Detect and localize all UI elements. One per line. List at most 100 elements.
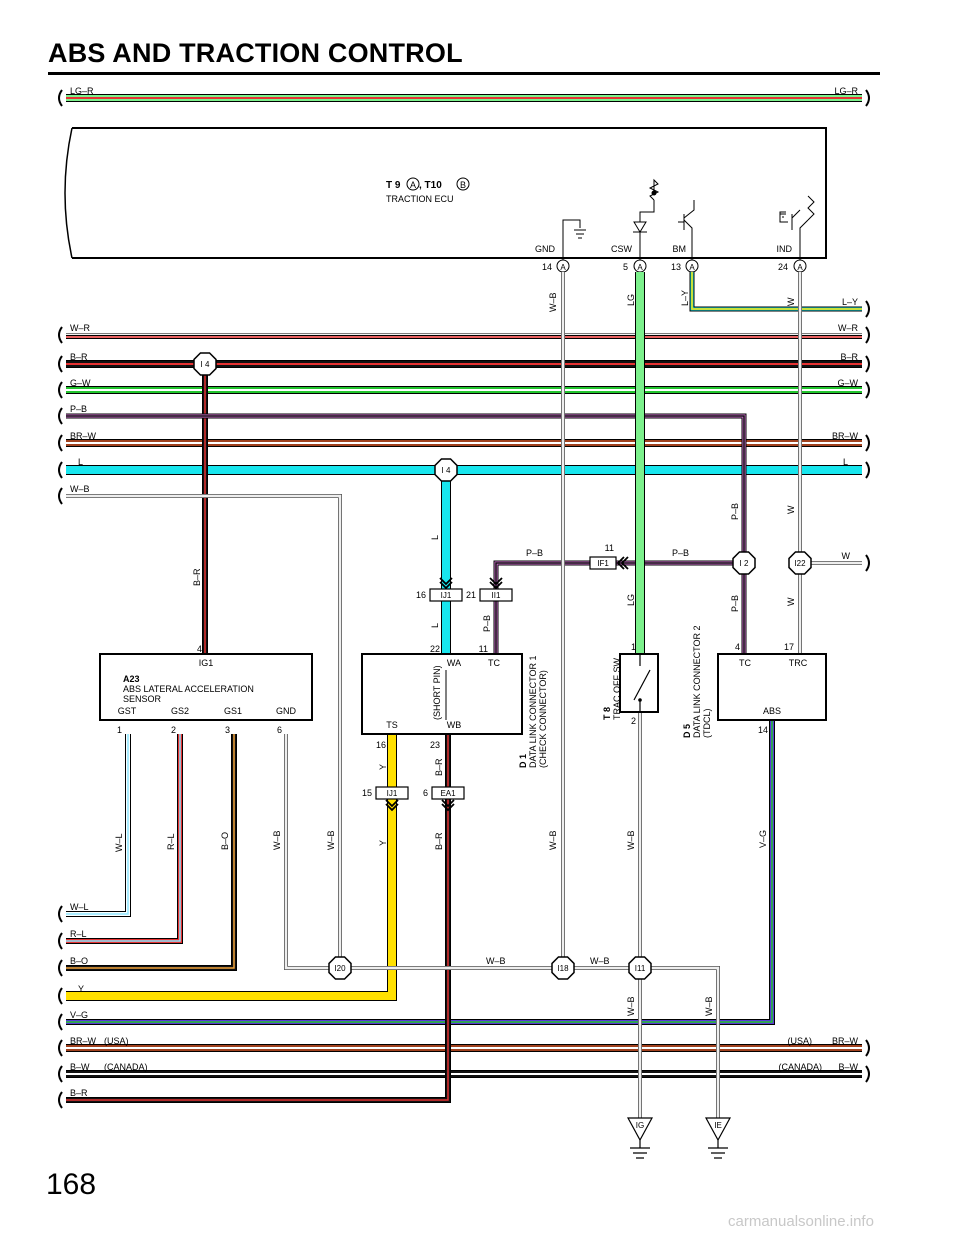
- label-g-w-right: G–W: [837, 378, 858, 388]
- sensor-pin-no-3: 3: [225, 725, 230, 735]
- wire-l-y-bm: [689, 272, 862, 312]
- dlc1-pin-no-ts: 16: [376, 740, 386, 750]
- ecu-conn-a: A: [410, 180, 416, 190]
- ecu-ground-icon: [574, 229, 586, 239]
- label-b-o-vert: B–O: [220, 832, 230, 850]
- label-w-b-horz2: W–B: [590, 956, 610, 966]
- ground-ig-triangle: [626, 1117, 654, 1142]
- label-w-b-ecu-low: W–B: [548, 830, 558, 850]
- label-w-ind: W: [786, 297, 796, 306]
- ecu-box-break: [64, 127, 73, 259]
- bus-r-l-brace-left: [58, 932, 63, 950]
- ecu-pin-ind: IND: [777, 244, 793, 254]
- bus-v-g: [66, 720, 775, 1025]
- bus-br-w-brace-left: [58, 434, 63, 452]
- bus-y-brace-left: [58, 987, 63, 1005]
- bus-lg-r-brace-right: [865, 89, 870, 107]
- page-title: ABS AND TRACTION CONTROL: [48, 38, 463, 68]
- bus-b-r-brace-left: [58, 355, 63, 373]
- bus-y: [66, 734, 397, 1001]
- dlc1-pin-ts: TS: [386, 720, 398, 730]
- ecu-code: T 9: [386, 180, 401, 191]
- junction-i4-a: I 4: [201, 360, 210, 369]
- dlc2-pin-no-tc: 4: [735, 642, 740, 652]
- ecu-conn-ind-label: A: [797, 263, 803, 272]
- label-b-r-lower: B–R: [434, 832, 444, 850]
- dlc1-pin-no-tc: 11: [479, 644, 488, 654]
- label-b-r-upper: B–R: [434, 758, 444, 776]
- label-b-w-right: B–W: [838, 1062, 858, 1072]
- sensor-top-pin-no: 4: [197, 644, 202, 654]
- label-br-w-bot-right: BR–W: [832, 1036, 859, 1046]
- bus-r-l: [66, 734, 183, 944]
- label-br-w-bot-left: BR–W: [70, 1036, 97, 1046]
- ground-ig: IG: [636, 1121, 644, 1130]
- dlc1-name-1: DATA LINK CONNECTOR 1: [528, 655, 538, 768]
- label-lg-ecu: LG: [626, 294, 636, 306]
- bus-br-w-brace-right: [865, 434, 870, 452]
- switch-code: T 8: [602, 707, 612, 720]
- bus-w-l-brace-left: [58, 905, 63, 923]
- label-w-r-left: W–R: [70, 323, 91, 333]
- ecu-gnd-wire: [562, 219, 581, 266]
- junction-i11: I11: [635, 964, 646, 973]
- connector-ea1: EA1: [440, 789, 456, 798]
- dlc1-pin-wb: WB: [447, 720, 462, 730]
- dlc2-pin-tc: TC: [739, 658, 751, 668]
- note-usa-left: (USA): [104, 1036, 129, 1046]
- label-w-b-ecu: W–B: [548, 292, 558, 312]
- ecu-pin-no-bm: 13: [671, 262, 681, 272]
- connector-if1-pin: 11: [605, 543, 614, 553]
- label-w-l-left: W–L: [70, 902, 89, 912]
- ecu-conn-gnd-label: A: [560, 263, 566, 272]
- note-canada-right: (CANADA): [778, 1062, 822, 1072]
- trac-off-switch: 1 2 T 8 TRAC OFF SW: [602, 642, 659, 726]
- ecu-pin-no-gnd: 14: [542, 262, 552, 272]
- chevron-ij1-bot: [385, 799, 399, 812]
- dlc1-box: [361, 653, 523, 735]
- junction-i20: I20: [334, 964, 346, 973]
- label-w-b-ie: W–B: [704, 996, 714, 1016]
- label-p-b-upper: P–B: [730, 503, 740, 520]
- dlc1-pin-no-wb: 23: [430, 740, 440, 750]
- wire-p-b-ii1: [493, 560, 744, 654]
- watermark: carmanualsonline.info: [728, 1213, 874, 1230]
- wire-w-b-bus: [66, 494, 342, 968]
- dlc1-short-pin: (SHORT PIN): [432, 665, 442, 720]
- label-w-b-horz: W–B: [486, 956, 506, 966]
- ground-ig-ground-icon: [630, 1140, 650, 1159]
- ecu-conn-a-circle: [406, 177, 420, 191]
- label-b-r-left: B–R: [70, 352, 88, 362]
- label-r-l-left: R–L: [70, 929, 87, 939]
- ecu-sep: , T10: [419, 180, 442, 191]
- junction-i18-shape: [551, 956, 575, 980]
- sensor-pin-gs2: GS2: [171, 706, 189, 716]
- label-g-w-left: G–W: [70, 378, 91, 388]
- data-link-connector-1: WA TC TS WB (SHORT PIN) 22 11 16 23 D 1 …: [361, 644, 548, 768]
- ground-ie: IE: [714, 1121, 722, 1130]
- dlc2-name-1: DATA LINK CONNECTOR 2: [692, 625, 702, 738]
- junction-i4-a-shape: [193, 352, 217, 376]
- ground-ie-triangle: [704, 1117, 732, 1142]
- label-p-b-lower: P–B: [730, 595, 740, 612]
- label-p-b-left: P–B: [70, 404, 87, 414]
- sensor-pin-gnd: GND: [276, 706, 297, 716]
- label-p-b-ii1: P–B: [482, 615, 492, 632]
- dlc2-box: [717, 653, 827, 721]
- ecu-box-outline: [72, 127, 827, 259]
- dlc2-pin-no-trc: 17: [784, 642, 794, 652]
- junction-i2: I 2: [740, 559, 749, 568]
- bus-g-w-brace-left: [58, 381, 63, 399]
- note-usa-right: (USA): [788, 1036, 813, 1046]
- bus-w-r-brace-right: [865, 326, 870, 344]
- ecu-name: TRACTION ECU: [386, 194, 454, 204]
- ecu-pin-no-ind: 24: [778, 262, 788, 272]
- junction-i4-b-shape: [434, 458, 458, 482]
- ecu-conn-b: B: [460, 180, 466, 190]
- label-b-r-right: B–R: [840, 352, 858, 362]
- junction-i4-b: I 4: [442, 466, 451, 475]
- bus-l-brace-right: [865, 461, 870, 479]
